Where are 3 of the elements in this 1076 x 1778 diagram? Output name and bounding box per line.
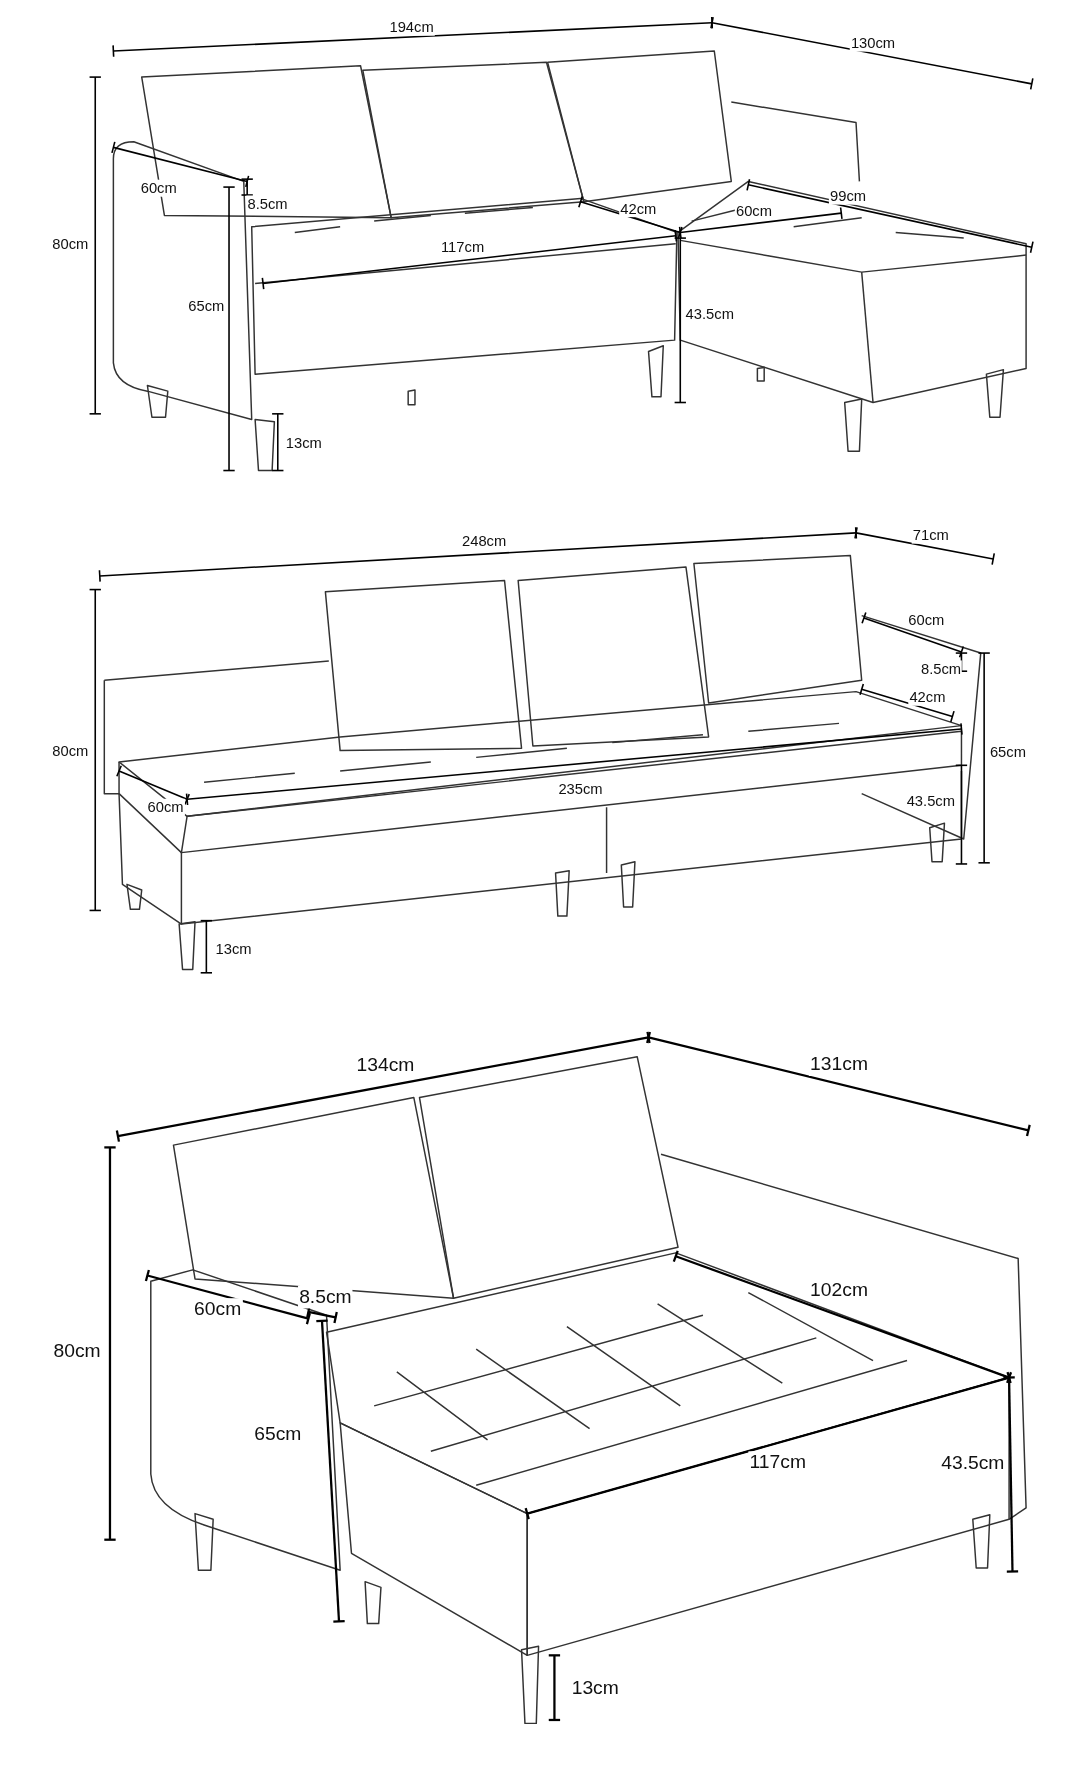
dimension-label: 60cm [139,179,178,197]
dimension-label: 60cm [146,798,185,816]
dimension-label: 8.5cm [298,1285,353,1309]
